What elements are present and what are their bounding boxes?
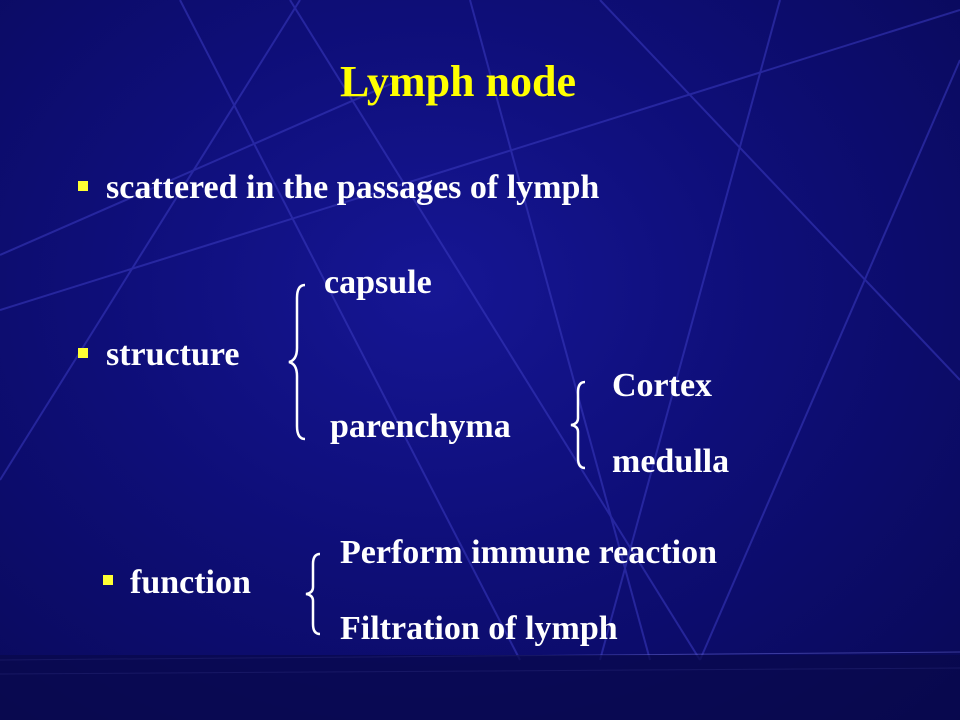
parenchyma-brace	[570, 380, 586, 470]
bullet-marker	[78, 181, 88, 191]
structure-brace	[288, 283, 306, 441]
function-brace	[305, 552, 321, 636]
medulla-label: medulla	[612, 443, 730, 480]
bullet-scattered: scattered in the passages of lymph	[106, 169, 600, 206]
function-label: function	[130, 564, 251, 601]
structure-label: structure	[106, 336, 240, 373]
parenchyma-label: parenchyma	[330, 408, 511, 445]
slide-title: Lymph node	[340, 57, 576, 106]
capsule-label: capsule	[324, 264, 432, 301]
function-item-immune: Perform immune reaction	[340, 534, 718, 571]
bullet-marker	[78, 348, 88, 358]
bullet-marker	[103, 575, 113, 585]
cortex-label: Cortex	[612, 367, 713, 404]
function-item-filtration: Filtration of lymph	[340, 610, 618, 647]
